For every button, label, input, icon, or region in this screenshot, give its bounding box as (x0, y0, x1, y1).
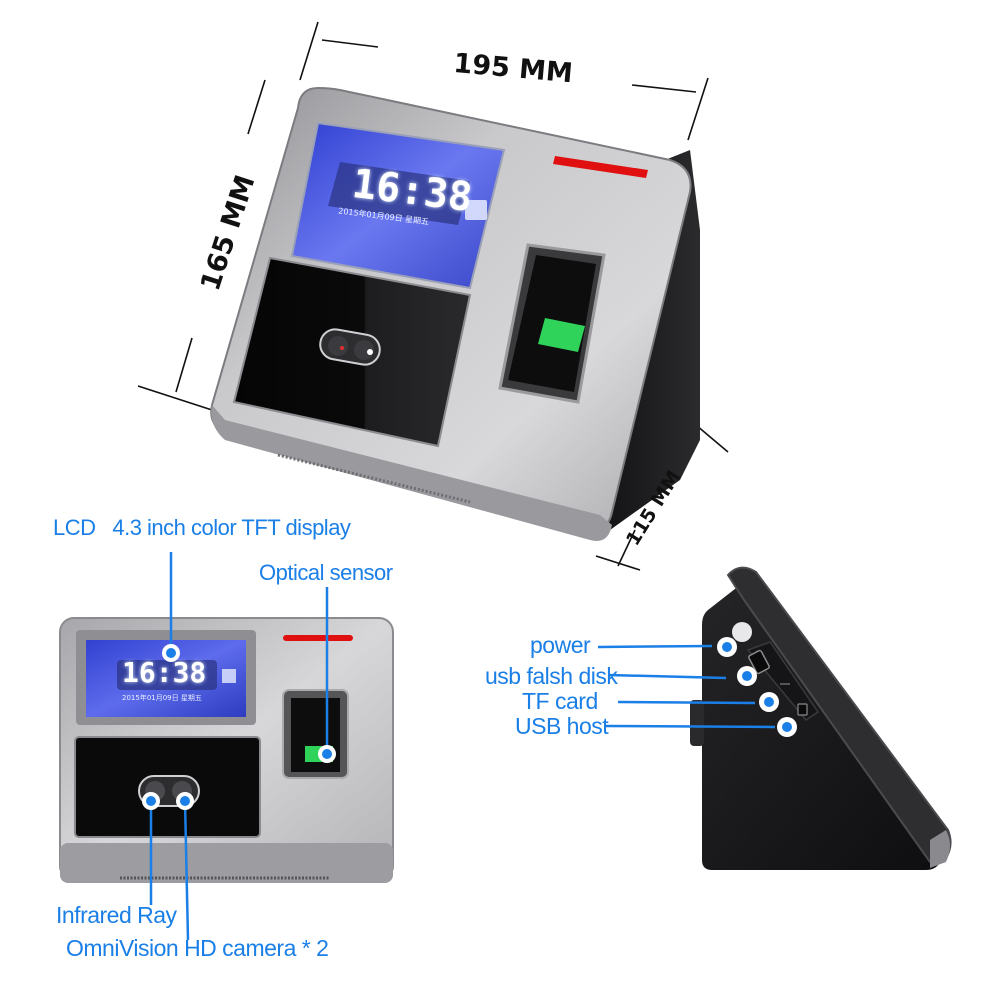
callout-markers (142, 644, 336, 810)
callout-power: power (530, 632, 591, 658)
callout-hd-camera: OmniVision HD camera * 2 (66, 935, 329, 961)
front-lcd-clock-time: 16:38 (122, 656, 207, 689)
callout-usb-host: USB host (515, 713, 609, 739)
callout-lcd-display: LCD 4.3 inch color TFT display (53, 515, 351, 540)
callout-tf-card: TF card (522, 688, 598, 714)
status-led (553, 156, 648, 178)
side-device-view: power usb falsh disk TF card USB host (485, 540, 1000, 1000)
callout-usb-flash-disk: usb falsh disk (485, 663, 618, 689)
side-device-illustration (597, 566, 952, 870)
callout-optical-sensor: Optical sensor (259, 560, 393, 585)
top-device-view: 195 MM 165 MM 115 MM 16:38 2015年01月09日 星… (137, 21, 729, 571)
port-callout-markers (717, 637, 797, 737)
top-device-illustration (137, 21, 729, 571)
callout-infrared-ray: Infrared Ray (56, 902, 177, 928)
front-lcd-date: 2015年01月09日 星期五 (122, 694, 202, 702)
front-device-view: 16:38 2015年01月09日 星期五 LCD 4.3 inch color… (0, 500, 500, 1000)
front-device-illustration (59, 552, 394, 941)
fingerprint-sensor (538, 318, 585, 352)
